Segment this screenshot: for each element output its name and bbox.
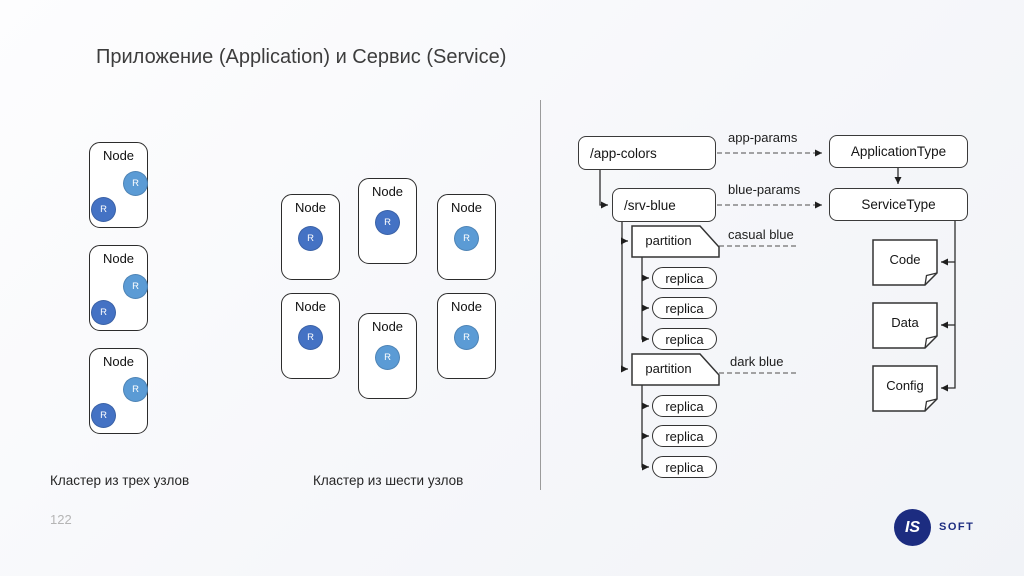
node-data-document: Data — [891, 315, 919, 330]
replica-circle-light: R — [123, 171, 148, 196]
issoft-logo-icon: IS — [894, 509, 931, 546]
node-box-3c-2: Node R R — [89, 245, 148, 331]
node-code-document: Code — [889, 252, 921, 267]
node-app-colors: /app-colors — [578, 136, 716, 170]
node-label: Node — [371, 319, 404, 334]
edge-label-casual-blue: casual blue — [728, 227, 794, 242]
replica-circle-dark: R — [375, 210, 400, 235]
node-label: Node — [371, 184, 404, 199]
issoft-logo-text: SOFT — [939, 521, 975, 533]
caption-six-node-cluster: Кластер из шести узлов — [313, 473, 464, 488]
node-box-3c-3: Node R R — [89, 348, 148, 434]
node-label: Node — [450, 200, 483, 215]
node-application-type: ApplicationType — [829, 135, 968, 168]
page-title: Приложение (Application) и Сервис (Servi… — [96, 46, 507, 68]
page-number: 122 — [50, 512, 72, 527]
replica-circle-dark: R — [91, 300, 116, 325]
replica-circle-light: R — [454, 325, 479, 350]
node-box-6c-2: Node R — [358, 178, 417, 264]
node-box-6c-5: Node R — [358, 313, 417, 399]
replica-circle-light: R — [123, 377, 148, 402]
node-box-6c-6: Node R — [437, 293, 496, 379]
node-replica-3: replica — [652, 328, 717, 350]
node-replica-1: replica — [652, 267, 717, 289]
replica-circle-dark: R — [298, 325, 323, 350]
node-label: Node — [450, 299, 483, 314]
replica-circle-dark: R — [298, 226, 323, 251]
node-label: Node — [102, 251, 135, 266]
node-label: Node — [102, 148, 135, 163]
replica-circle-dark: R — [91, 197, 116, 222]
node-label: Node — [294, 200, 327, 215]
node-config-document: Config — [886, 378, 924, 393]
edge-label-dark-blue: dark blue — [730, 354, 784, 369]
node-partition-2: partition — [645, 361, 692, 376]
node-box-3c-1: Node R R — [89, 142, 148, 228]
replica-circle-light: R — [375, 345, 400, 370]
node-replica-4: replica — [652, 395, 717, 417]
node-service-type: ServiceType — [829, 188, 968, 221]
node-replica-2: replica — [652, 297, 717, 319]
node-label: Node — [294, 299, 327, 314]
replica-circle-light: R — [123, 274, 148, 299]
node-replica-6: replica — [652, 456, 717, 478]
node-partition-1: partition — [645, 233, 692, 248]
node-srv-blue: /srv-blue — [612, 188, 716, 222]
section-divider — [540, 100, 541, 490]
node-replica-5: replica — [652, 425, 717, 447]
replica-circle-light: R — [454, 226, 479, 251]
edge-label-blue-params: blue-params — [728, 182, 801, 197]
replica-circle-dark: R — [91, 403, 116, 428]
caption-three-node-cluster: Кластер из трех узлов — [50, 473, 190, 488]
edge-label-app-params: app-params — [728, 130, 798, 145]
node-label: Node — [102, 354, 135, 369]
node-box-6c-1: Node R — [281, 194, 340, 280]
node-box-6c-4: Node R — [281, 293, 340, 379]
node-box-6c-3: Node R — [437, 194, 496, 280]
